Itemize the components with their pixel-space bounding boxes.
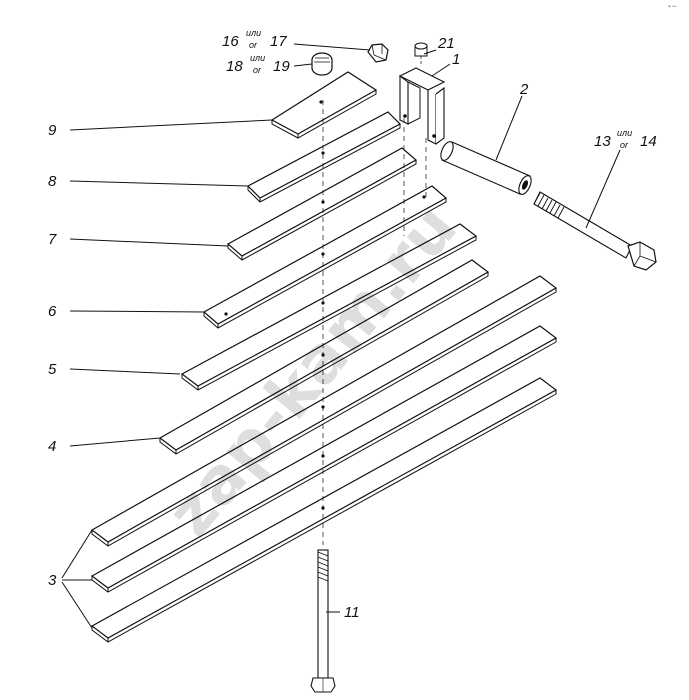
- label-14: 14: [640, 133, 657, 150]
- spacer-tube: [440, 141, 532, 195]
- label-1: 1: [452, 51, 460, 68]
- label-9: 9: [48, 122, 57, 139]
- corner-mark: ᵃᵖ ⁿⁿⁿ: [668, 4, 677, 9]
- label-4: 4: [48, 438, 56, 455]
- callout-18-19: 18 или or 19: [226, 53, 290, 75]
- center-bolt: [310, 100, 336, 693]
- label-2: 2: [519, 81, 529, 98]
- callout-13-14: 13 или or 14: [594, 128, 657, 150]
- long-bolt: [533, 191, 657, 271]
- label-7: 7: [48, 231, 57, 248]
- callout-16-17: 16 или or 17: [222, 28, 287, 50]
- label-18-or-ru: или: [250, 53, 265, 63]
- label-8: 8: [48, 173, 57, 190]
- label-13: 13: [594, 133, 611, 150]
- leader-lines: [61, 43, 621, 629]
- label-11: 11: [344, 604, 360, 621]
- label-5: 5: [48, 361, 57, 378]
- label-21: 21: [437, 35, 455, 52]
- label-3: 3: [48, 572, 57, 589]
- label-16: 16: [222, 33, 239, 50]
- label-13-or-ru: или: [617, 128, 632, 138]
- label-18-or-en: or: [253, 65, 262, 75]
- label-19: 19: [273, 58, 290, 75]
- clamp: [398, 67, 446, 236]
- leaf-8: [247, 111, 401, 203]
- leaf-7: [226, 147, 418, 261]
- label-18: 18: [226, 58, 243, 75]
- nut-16-17: [367, 43, 389, 63]
- leaf-3-top: [90, 275, 558, 547]
- label-16-or-ru: или: [246, 28, 261, 38]
- rivet: [414, 42, 428, 66]
- leaf-3-bottom: [90, 377, 558, 643]
- nut-18-19: [311, 52, 333, 76]
- label-6: 6: [48, 303, 57, 320]
- leaf-9: [270, 71, 378, 139]
- leaf-4: [158, 259, 490, 455]
- label-13-or-en: or: [620, 140, 629, 150]
- leaf-6: [202, 185, 448, 329]
- leaf-3-middle: [90, 325, 558, 593]
- label-16-or-en: or: [249, 40, 258, 50]
- leaf-5: [180, 223, 478, 391]
- label-17: 17: [270, 33, 287, 50]
